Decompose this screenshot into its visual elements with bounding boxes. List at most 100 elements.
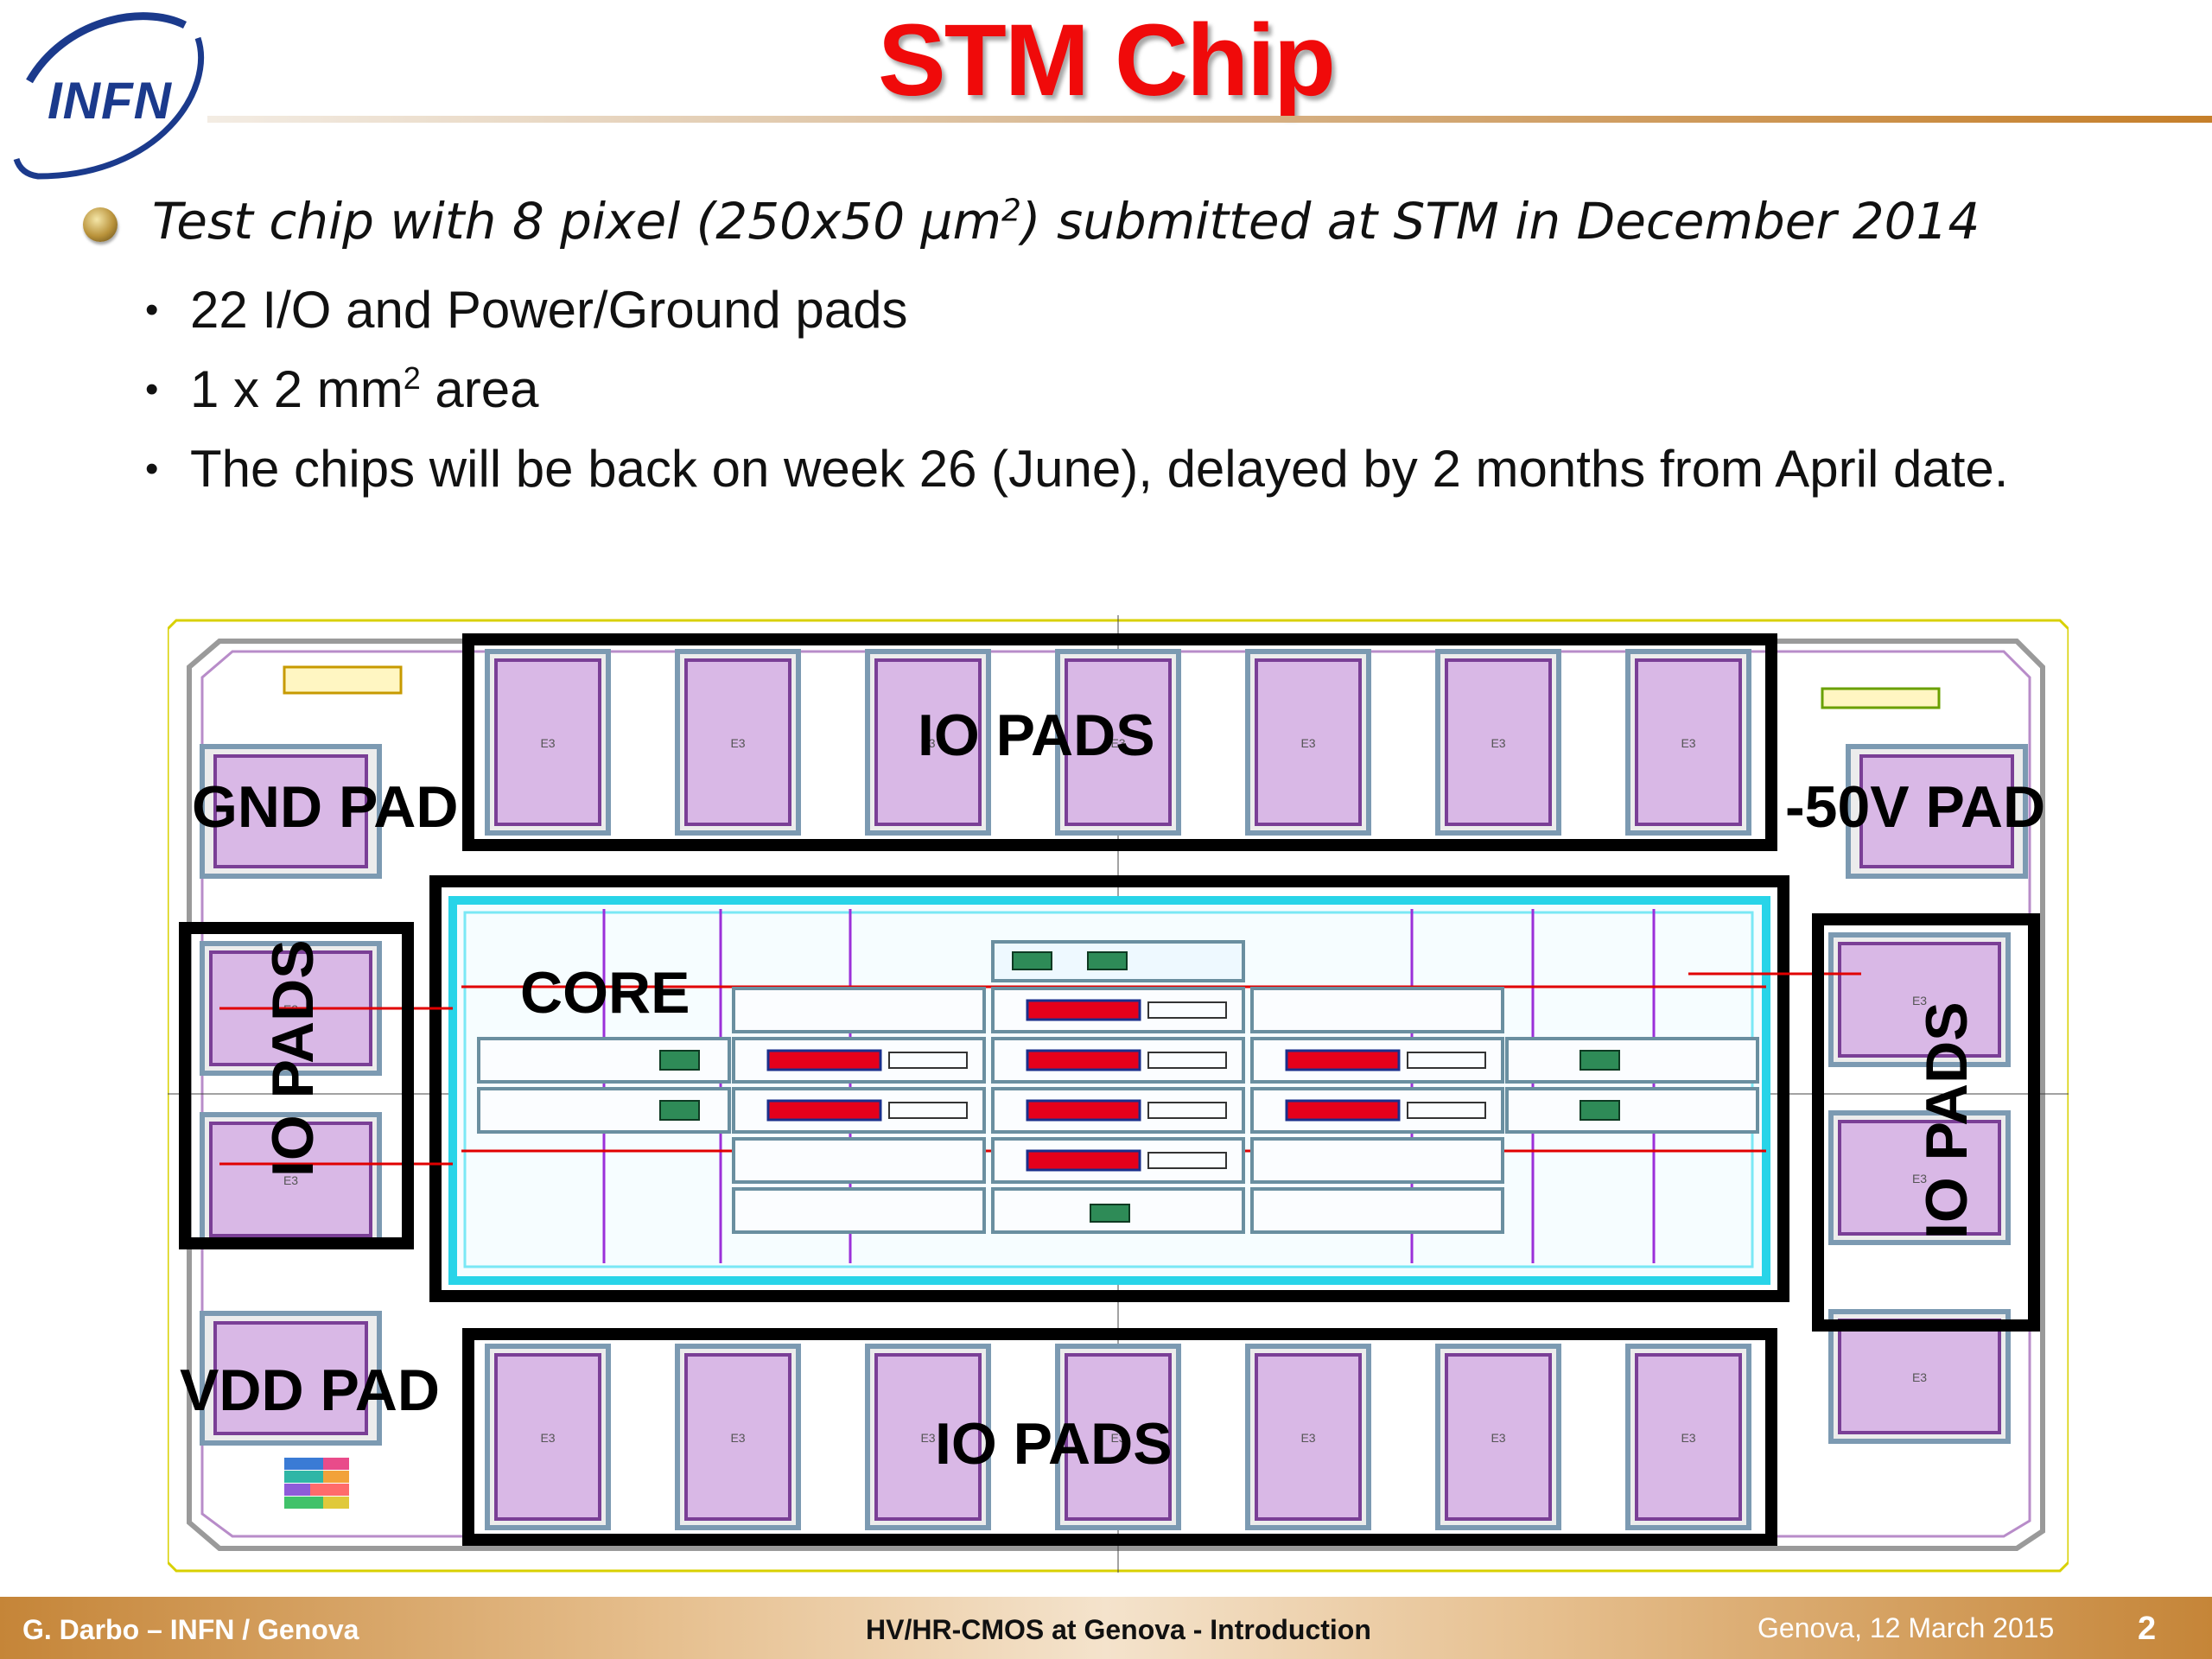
slide-title: STM Chip [877,3,1336,118]
pad-text: E3 [730,736,745,750]
io-pad-top: E3 [1055,649,1181,836]
pixel-red-block [1026,999,1141,1021]
io-pad-bottom: E3 [1245,1344,1371,1530]
pixel-red-block [766,1049,882,1071]
pad-text: E3 [1681,736,1695,750]
bottom-pad-row: E3 E3 E3 E3 E3 E3 E3 [485,1344,1751,1530]
pixel-logic-block [1407,1052,1486,1069]
vdd-pad-label: VDD PAD [180,1357,440,1423]
sub-bullet-dot: • [145,289,159,331]
core-cell [1505,1087,1759,1134]
io-pad-top: E3 [675,649,801,836]
core-cell [1250,1187,1504,1234]
core-green-block [1580,1100,1620,1121]
gnd-pad-label: GND PAD [192,774,459,840]
pixel-red-block [1026,1149,1141,1172]
io-pads-right-frame [1812,913,2040,1332]
core-green-block [1580,1050,1620,1071]
pad-text: E3 [1300,736,1315,750]
sub-bullet-pads: 22 I/O and Power/Ground pads [190,281,908,339]
io-pad-right: E3 [1828,932,2011,1067]
sub-bullet-area: 1 x 2 mm2 area [190,360,539,418]
pad-text: E3 [1912,994,1927,1007]
main-bullet-text: Test chip with 8 pixel (250x50 μm2) subm… [152,192,1980,251]
core-green-block [659,1100,700,1121]
footer-bar [0,1597,2212,1659]
core-green-block [1087,951,1128,970]
io-pads-bottom-frame [462,1328,1777,1546]
io-pads-left-label: IO PADS [260,939,326,1177]
pad-text: E3 [1110,736,1125,750]
io-pad-top: E3 [485,649,611,836]
io-pad-left: E3 [200,1112,382,1247]
pixel-logic-block [1407,1102,1486,1119]
pixel-logic-block [1147,1152,1227,1169]
core-green-block [659,1050,700,1071]
core-pixel-matrix [477,940,1759,1234]
sub-bullet-dot: • [145,448,159,490]
pad-text: E3 [1491,736,1505,750]
core-cell [732,987,986,1033]
footer-presentation-title: HV/HR-CMOS at Genova - Introduction [866,1614,1371,1645]
io-pads-top-label: IO PADS [918,702,1155,768]
io-pad-top: E3 [1435,649,1561,836]
title-divider [207,116,2212,123]
core-cell [1505,1037,1759,1084]
io-pad-top: E3 [1245,649,1371,836]
io-pads-right-label: IO PADS [1914,1001,1980,1239]
pad-text: E3 [920,1431,935,1445]
gnd-pad-block [200,744,382,879]
io-pad-bottom: E3 [1055,1344,1181,1530]
core-cell [1250,1137,1504,1184]
pixel-red-block [766,1099,882,1122]
pad-text: E3 [1912,1172,1927,1185]
sub-bullet-dot: • [145,368,159,410]
io-pad-right: E3 [1828,1110,2011,1245]
pixel-logic-block [888,1102,968,1119]
core-green-block [1090,1204,1130,1223]
pixel-logic-block [888,1052,968,1069]
pad-text: E3 [1681,1431,1695,1445]
pad-text: E3 [1300,1431,1315,1445]
infn-logo-text: INFN [48,72,172,130]
io-pads-bottom-label: IO PADS [935,1411,1173,1477]
pixel-red-block [1285,1099,1401,1122]
pixel-red-block [1285,1049,1401,1071]
io-pad-right: E3 [1828,1309,2011,1444]
footer-page-number: 2 [2138,1611,2157,1647]
io-pads-left-frame [179,922,414,1249]
pixel-logic-block [1147,1001,1227,1019]
top-pad-row: E3 E3 E3 E3 E3 E3 E3 [485,649,1751,836]
neg50v-pad-label: -50V PAD [1785,774,2046,840]
pad-text: E3 [283,1173,298,1187]
pixel-red-block [1026,1049,1141,1071]
pad-text: E3 [730,1431,745,1445]
pad-text: E3 [1491,1431,1505,1445]
io-pad-bottom: E3 [865,1344,991,1530]
core-frame [429,875,1789,1302]
color-legend-block [284,1458,349,1509]
io-pad-top: E3 [865,649,991,836]
pixel-logic-block [1147,1102,1227,1119]
io-pad-bottom: E3 [1625,1344,1751,1530]
pad-text: E3 [1110,1431,1125,1445]
sub-bullet-schedule: The chips will be back on week 26 (June)… [190,440,2009,498]
pad-text: E3 [920,736,935,750]
neg50v-pad-block [1846,744,2028,879]
core-cell [1250,987,1504,1033]
pad-text: E3 [1912,1370,1927,1384]
core-green-block [1012,951,1052,970]
io-pad-bottom: E3 [1435,1344,1561,1530]
bullet-sphere-icon [83,207,118,242]
infn-logo [13,12,205,180]
io-pad-top: E3 [1625,649,1751,836]
pixel-red-block [1026,1099,1141,1122]
core-label: CORE [520,960,690,1026]
core-cell [732,1137,986,1184]
io-pad-bottom: E3 [485,1344,611,1530]
pixel-logic-block [1147,1052,1227,1069]
io-pad-bottom: E3 [675,1344,801,1530]
core-cell [732,1187,986,1234]
